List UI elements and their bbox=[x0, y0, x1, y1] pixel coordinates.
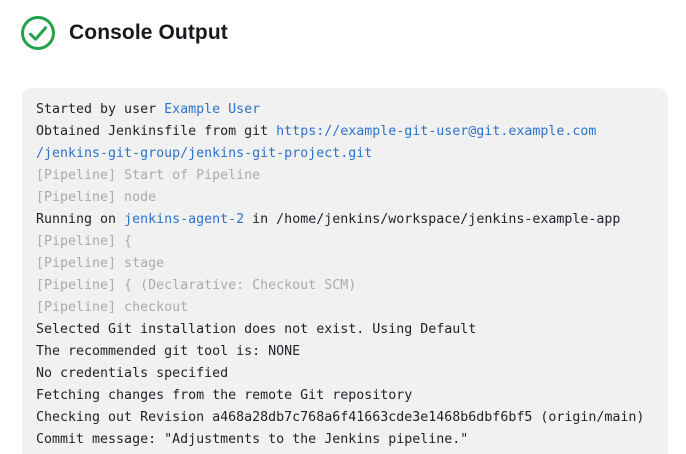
console-text: Running on bbox=[36, 212, 125, 227]
console-line: No credentials specified bbox=[36, 363, 654, 385]
console-text: [Pipeline] checkout bbox=[36, 300, 189, 315]
console-link[interactable]: https://example-git-user@git.example.com bbox=[276, 124, 597, 139]
console-line: Selected Git installation does not exist… bbox=[36, 319, 654, 341]
console-link[interactable]: /jenkins-git-group/jenkins-git-project.g… bbox=[36, 146, 373, 161]
console-text: Commit message: "Adjustments to the Jenk… bbox=[36, 432, 469, 447]
console-line: Fetching changes from the remote Git rep… bbox=[36, 385, 654, 407]
console-line: [Pipeline] { bbox=[36, 231, 654, 253]
console-text: No credentials specified bbox=[36, 366, 229, 381]
console-line: Running on jenkins-agent-2 in /home/jenk… bbox=[36, 209, 654, 231]
console-line: [Pipeline] checkout bbox=[36, 297, 654, 319]
page-header: Console Output bbox=[0, 0, 686, 52]
page-title: Console Output bbox=[69, 21, 228, 44]
console-line: Commit message: "Adjustments to the Jenk… bbox=[36, 429, 654, 451]
console-line: /jenkins-git-group/jenkins-git-project.g… bbox=[36, 143, 654, 165]
console-text: [Pipeline] stage bbox=[36, 256, 165, 271]
console-text: in /home/jenkins/workspace/jenkins-examp… bbox=[244, 212, 621, 227]
console-line: [Pipeline] stage bbox=[36, 253, 654, 275]
console-text: The recommended git tool is: NONE bbox=[36, 344, 301, 359]
console-text: [Pipeline] node bbox=[36, 190, 157, 205]
console-link[interactable]: Example User bbox=[164, 102, 261, 117]
console-text: [Pipeline] { bbox=[36, 234, 133, 249]
console-link[interactable]: jenkins-agent-2 bbox=[124, 212, 245, 227]
console-text: Selected Git installation does not exist… bbox=[36, 322, 477, 337]
console-line: [Pipeline] Start of Pipeline bbox=[36, 165, 654, 187]
console-line: Obtained Jenkinsfile from git https://ex… bbox=[36, 121, 654, 143]
console-line: [Pipeline] { (Declarative: Checkout SCM) bbox=[36, 275, 654, 297]
success-check-icon bbox=[21, 16, 55, 50]
console-line: Started by user Example User bbox=[36, 99, 654, 121]
console-text: Obtained Jenkinsfile from git bbox=[36, 124, 277, 139]
console-line: The recommended git tool is: NONE bbox=[36, 341, 654, 363]
console-text: Fetching changes from the remote Git rep… bbox=[36, 388, 413, 403]
console-text: [Pipeline] Start of Pipeline bbox=[36, 168, 261, 183]
console-text: [Pipeline] { (Declarative: Checkout SCM) bbox=[36, 278, 357, 293]
console-text: Checking out Revision a468a28db7c768a6f4… bbox=[36, 410, 645, 425]
console-text: Started by user bbox=[36, 102, 165, 117]
console-line: [Pipeline] node bbox=[36, 187, 654, 209]
console-line: Checking out Revision a468a28db7c768a6f4… bbox=[36, 407, 654, 429]
